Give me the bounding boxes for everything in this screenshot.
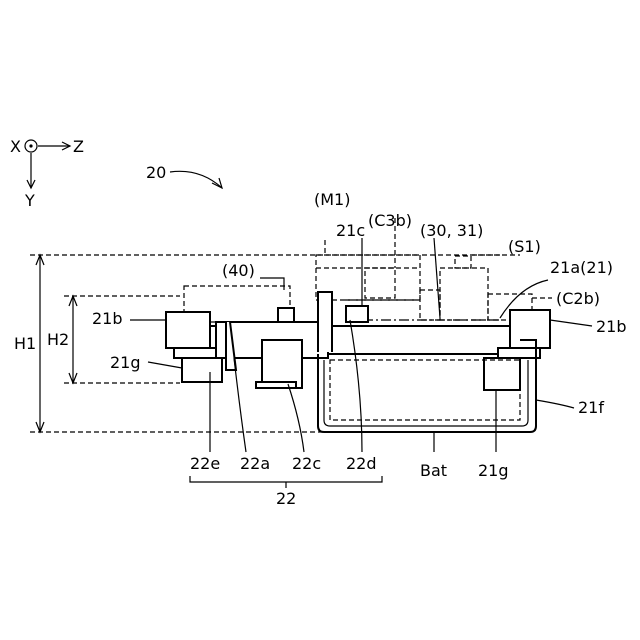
label-22c: 22c [292,454,321,473]
x-axis-dot [29,144,32,147]
label-21f: 21f [578,398,604,417]
label-30-31: (30, 31) [420,221,483,240]
label-22d: 22d [346,454,377,473]
component-22c [262,340,302,388]
s1-component [440,268,488,320]
s1-terminal [455,256,471,268]
h2-label: H2 [47,330,69,349]
foot-21g-left [182,358,222,382]
label-c2b: (C2b) [556,289,600,308]
label-21a: 21a(21) [550,258,613,277]
leader-21f [536,400,574,408]
leader-22c [288,384,304,452]
bracket-21b-left [166,312,210,348]
c3b-component [365,268,395,298]
component-22c-base [256,382,296,388]
axis-x-label: X [10,137,21,156]
bracket-21b-left-base [174,348,216,358]
group-22-bracket [190,476,382,482]
leader-21b-right [550,320,592,326]
axis-indicator: X Z Y [10,137,84,210]
component-30-31 [420,290,440,320]
h1-label: H1 [14,334,36,353]
axis-y-label: Y [24,191,35,210]
board-22a-terminal [278,308,294,322]
label-21c: 21c [336,221,365,240]
label-21b-left: 21b [92,309,123,328]
label-m1: (M1) [314,190,350,209]
leader-21g-left [148,362,182,368]
label-21g-bottom: 21g [478,461,509,480]
label-22a: 22a [240,454,270,473]
label-40: (40) [222,261,255,280]
bracket-21b-right-base [498,348,540,358]
label-21b-right: 21b [596,317,627,336]
leader-30-31 [434,238,440,318]
ref-20-leader [170,171,222,188]
ref-20-label: 20 [146,163,166,182]
leader-40 [260,278,284,290]
label-21g-left: 21g [110,353,141,372]
connector-22d-bend [318,292,332,352]
label-bat: Bat [420,461,447,480]
label-c3b: (C3b) [368,211,412,230]
connector-21c [346,306,368,322]
label-22e: 22e [190,454,220,473]
bracket-21b-right [510,310,550,348]
label-group-22: 22 [276,489,296,508]
label-s1: (S1) [508,237,541,256]
foot-21g-bottom [484,358,520,390]
axis-z-label: Z [73,137,84,156]
leader-22a [234,358,246,452]
